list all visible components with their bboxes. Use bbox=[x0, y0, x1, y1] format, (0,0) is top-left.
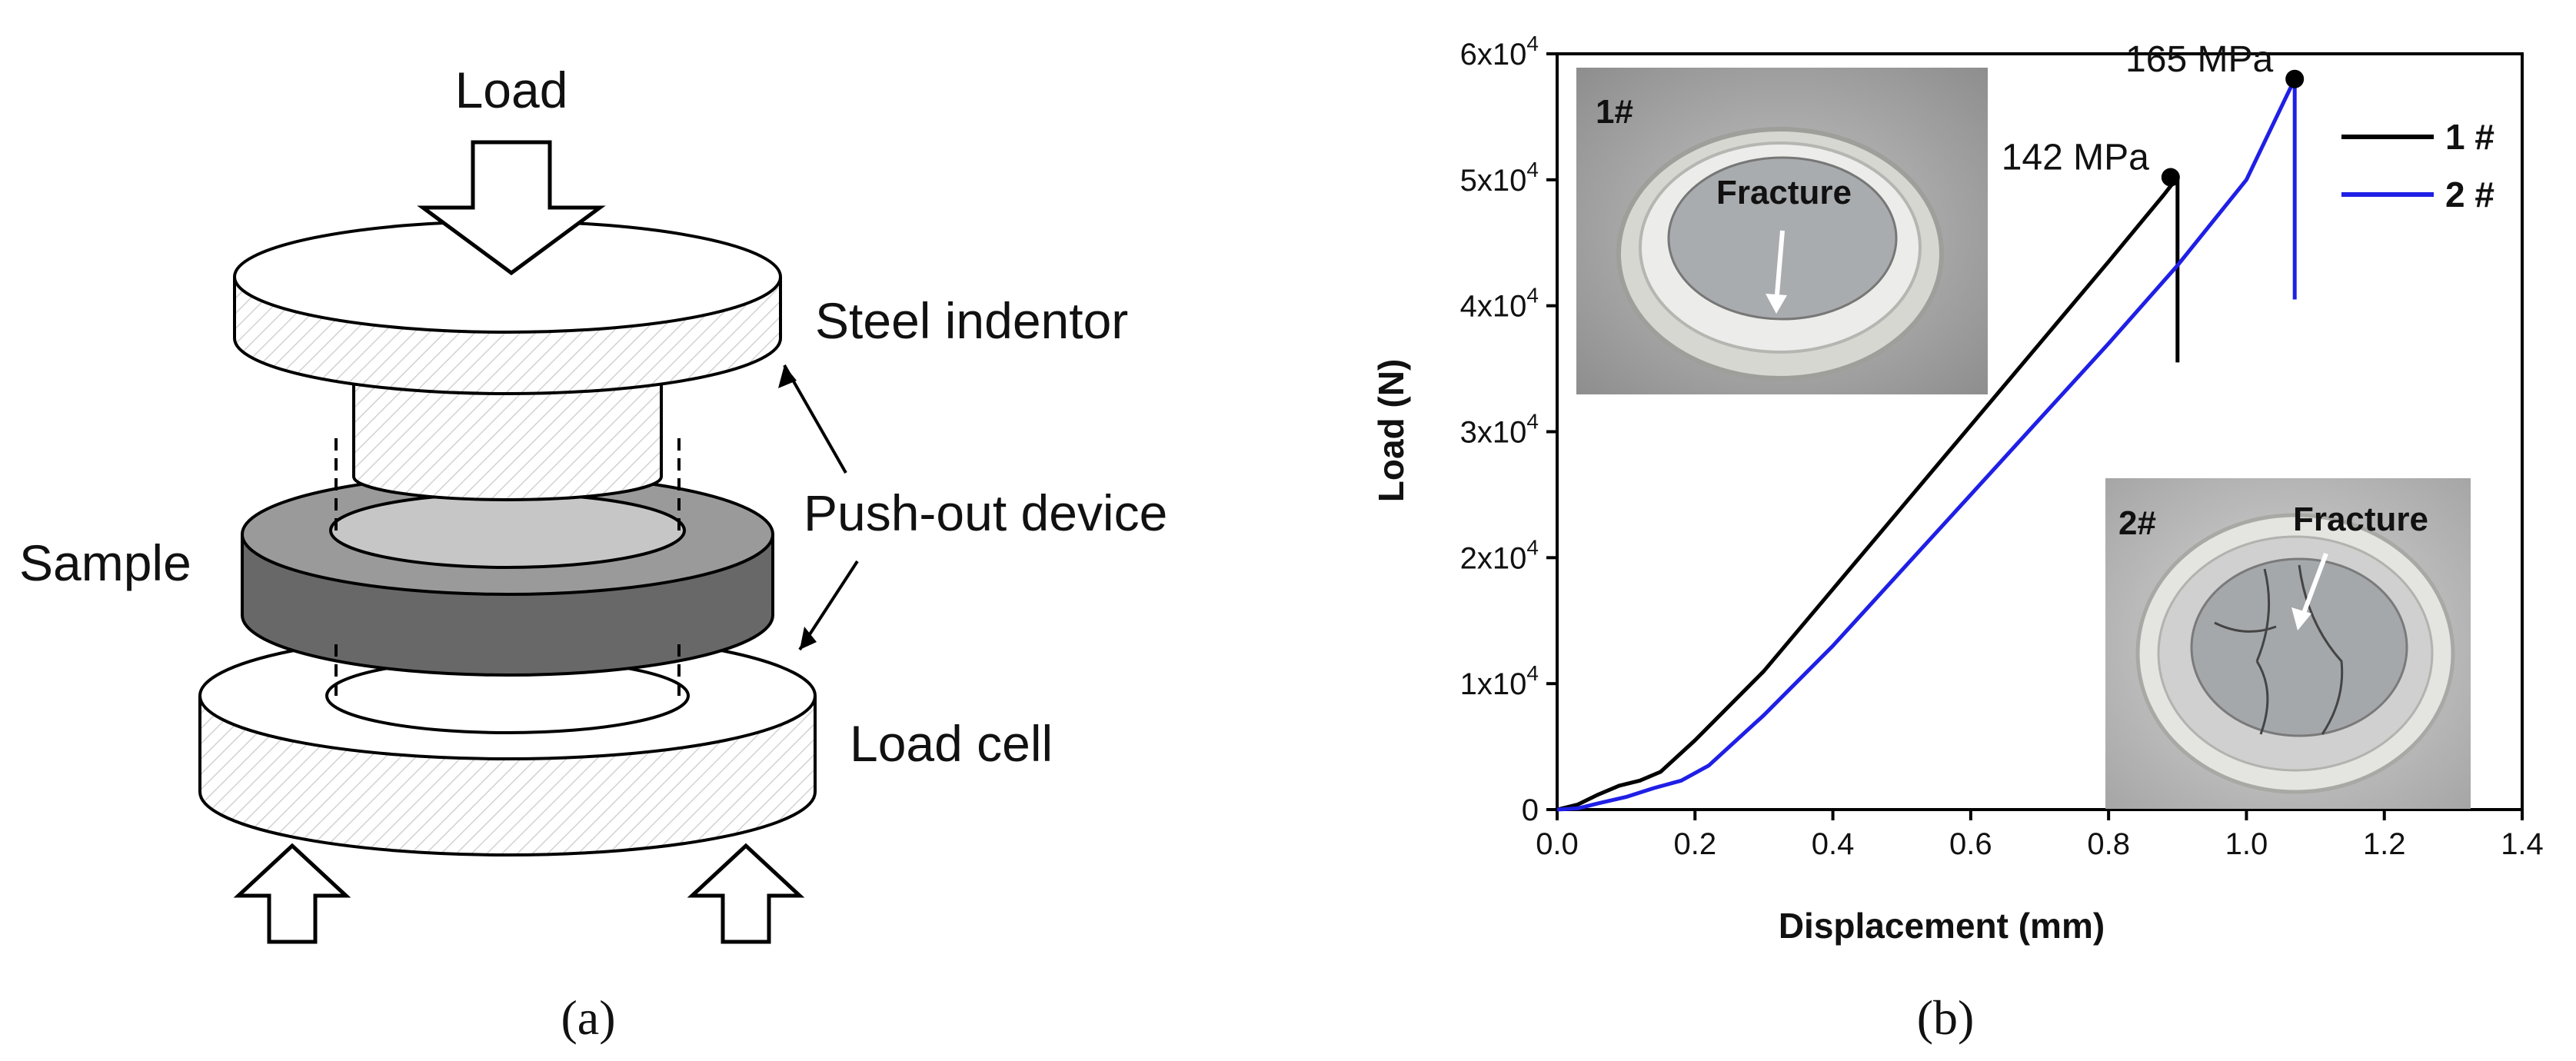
inset-1-fracture-label: Fracture bbox=[1716, 174, 1852, 211]
chart-series bbox=[1556, 77, 2297, 812]
caption-b: (b) bbox=[1917, 990, 1975, 1045]
x-tick-label: 1.4 bbox=[2501, 827, 2544, 861]
inset-2-fracture-label: Fracture bbox=[2293, 501, 2428, 538]
x-tick-label: 0.2 bbox=[1673, 827, 1716, 861]
inset-photo-2: 2# Fracture bbox=[2105, 478, 2471, 809]
y-tick-label: 3x104 bbox=[1460, 410, 1539, 450]
peak-label-2: 165 MPa bbox=[2125, 39, 2273, 80]
x-tick-label: 0.6 bbox=[1949, 827, 1992, 861]
chart-legend: 1 #2 # bbox=[2341, 117, 2494, 215]
x-tick-label: 1.2 bbox=[2363, 827, 2406, 861]
label-load-cell: Load cell bbox=[850, 715, 1053, 772]
chart-ticks: 0.0 0.2 0.4 0.6 0.8 1.0 1.2 1.4 0 1x104 2x104 3x104… bbox=[1460, 32, 2544, 861]
steel-indentor bbox=[233, 220, 782, 501]
series-line-1 bbox=[1556, 175, 2180, 812]
y-tick-label: 4x104 bbox=[1460, 284, 1539, 324]
support-arrow-left-icon bbox=[233, 843, 351, 944]
y-axis-title: Load (N) bbox=[1371, 359, 1411, 503]
x-axis-title: Displacement (mm) bbox=[1779, 906, 2105, 946]
y-tick-label: 1x104 bbox=[1460, 661, 1539, 701]
series-line-2 bbox=[1556, 77, 2297, 812]
label-sample: Sample bbox=[19, 534, 191, 591]
peak-label-1: 142 MPa bbox=[2002, 138, 2149, 178]
panel-a-schematic: Load Steel indentor Push-out device Samp… bbox=[19, 62, 1167, 1045]
legend-label-1: 1 # bbox=[2445, 117, 2494, 157]
x-tick-label: 0.8 bbox=[2087, 827, 2130, 861]
x-tick-label: 0.0 bbox=[1536, 827, 1579, 861]
support-arrow-right-icon bbox=[687, 843, 805, 944]
sample-disk bbox=[241, 438, 774, 696]
peak-point-2 bbox=[2285, 69, 2305, 88]
x-tick-label: 0.4 bbox=[1812, 827, 1855, 861]
panel-b-chart: 0.0 0.2 0.4 0.6 0.8 1.0 1.2 1.4 0 1x104 2x104 3x104… bbox=[1371, 32, 2544, 1045]
chart-annotations: 142 MPa 165 MPa bbox=[2002, 39, 2305, 187]
y-tick-label: 5x104 bbox=[1460, 158, 1539, 198]
legend-label-2: 2 # bbox=[2445, 175, 2494, 215]
label-steel-indentor: Steel indentor bbox=[815, 292, 1128, 349]
y-tick-label: 6x104 bbox=[1460, 32, 1539, 72]
inset-photo-1: 1# Fracture bbox=[1576, 68, 1988, 394]
y-tick-label: 0 bbox=[1522, 793, 1539, 827]
label-push-out-device: Push-out device bbox=[804, 484, 1167, 541]
inset-1-tag: 1# bbox=[1596, 93, 1633, 131]
y-tick-label: 2x104 bbox=[1460, 535, 1539, 575]
inset-2-tag: 2# bbox=[2118, 504, 2156, 542]
x-tick-label: 1.0 bbox=[2225, 827, 2268, 861]
peak-point-1 bbox=[2161, 168, 2180, 187]
caption-a: (a) bbox=[561, 990, 615, 1045]
label-load: Load bbox=[455, 62, 568, 118]
